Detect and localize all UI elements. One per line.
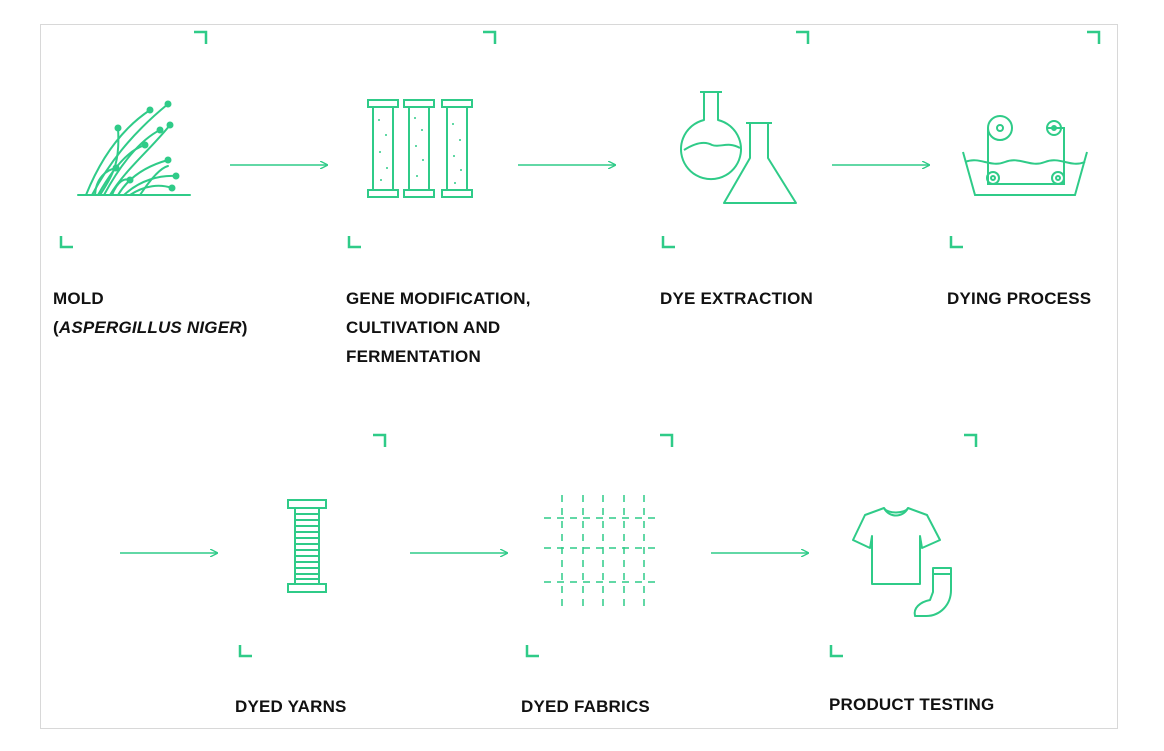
species-name: ASPERGILLUS NIGER bbox=[58, 318, 242, 337]
step-label-line: CULTIVATION AND bbox=[346, 318, 501, 337]
process-diagram-frame bbox=[40, 24, 1118, 729]
step-label-yarns: DYED YARNS bbox=[235, 692, 347, 721]
corner-brackets bbox=[59, 30, 1101, 658]
step-label-testing: PRODUCT TESTING bbox=[829, 690, 994, 719]
step-label-dying: DYING PROCESS bbox=[947, 284, 1091, 313]
flasks-icon bbox=[680, 91, 797, 204]
step-label-mold: MOLD (ASPERGILLUS NIGER) bbox=[53, 284, 248, 342]
step-label-gene: GENE MODIFICATION, CULTIVATION AND FERME… bbox=[346, 284, 531, 371]
tube-particles bbox=[378, 117, 462, 184]
mold-spores bbox=[112, 100, 180, 192]
step-label-line: PRODUCT TESTING bbox=[829, 695, 995, 714]
test-tubes-icon bbox=[367, 99, 473, 198]
dye-bath-icon bbox=[962, 115, 1088, 196]
step-label-fabrics: DYED FABRICS bbox=[521, 692, 650, 721]
step-label-line: DYE EXTRACTION bbox=[660, 289, 813, 308]
step-label-line: MOLD bbox=[53, 289, 104, 308]
mold-icon bbox=[77, 103, 191, 196]
spool-icon bbox=[287, 499, 327, 593]
step-label-line: FERMENTATION bbox=[346, 347, 481, 366]
step-label-line: DYED YARNS bbox=[235, 697, 347, 716]
step-label-line: DYING PROCESS bbox=[947, 289, 1092, 308]
fabric-grid-icon bbox=[544, 495, 660, 610]
step-label-line: (ASPERGILLUS NIGER) bbox=[53, 318, 248, 337]
step-label-extraction: DYE EXTRACTION bbox=[660, 284, 813, 313]
step-label-line: GENE MODIFICATION, bbox=[346, 289, 531, 308]
tshirt-sock-icon bbox=[852, 507, 952, 617]
step-label-line: DYED FABRICS bbox=[521, 697, 650, 716]
